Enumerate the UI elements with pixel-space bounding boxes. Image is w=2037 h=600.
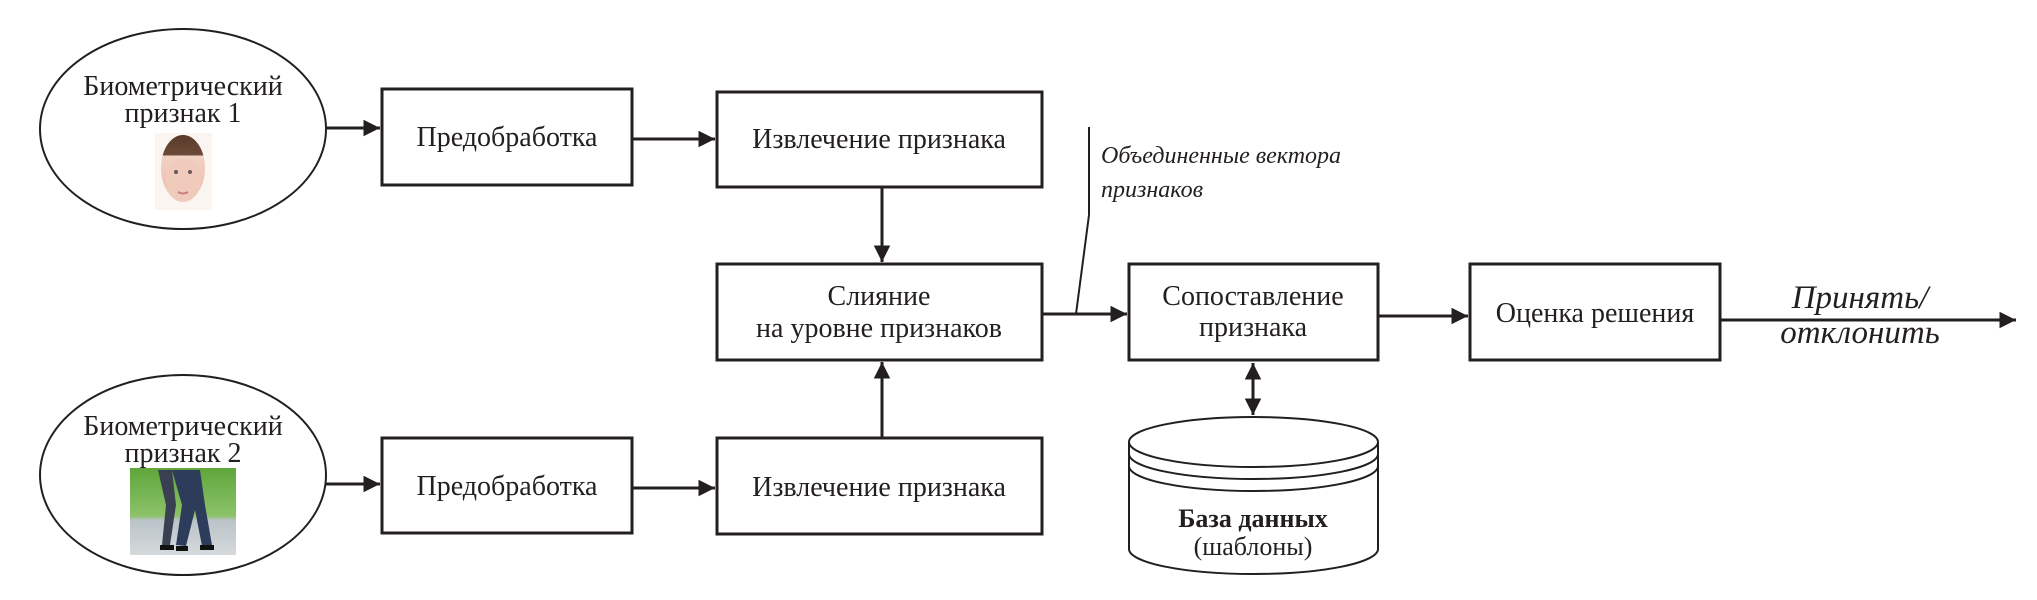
- preprocessing-label: Предобработка: [417, 471, 598, 502]
- fusion-label-line1: Слияние: [828, 281, 931, 312]
- preprocessing-box-2: Предобработка: [380, 436, 634, 535]
- matching-label-line2: признака: [1199, 312, 1308, 343]
- input-label-line2: признак 1: [124, 98, 241, 129]
- database-cylinder: База данных (шаблоны): [1128, 416, 1379, 575]
- extraction-label: Извлечение признака: [752, 472, 1006, 503]
- fusion-label-line2: на уровне признаков: [756, 313, 1002, 344]
- input-label-line1: Биометрический: [83, 411, 282, 442]
- extraction-box-2: Извлечение признака: [715, 436, 1044, 536]
- database-title: База данных: [1178, 504, 1328, 533]
- annotation-leader: [1075, 127, 1090, 315]
- extraction-box-1: Извлечение признака: [715, 90, 1044, 189]
- annotation-line2: признаков: [1101, 177, 1203, 203]
- input-node-biometric-2: Биометрический признак 2: [39, 374, 327, 576]
- output-label-line1: Принять/: [1791, 280, 1931, 316]
- annotation-line1: Объединенные вектора: [1101, 143, 1341, 169]
- decision-box: Оценка решения: [1468, 262, 1722, 362]
- output-label-line2: отклонить: [1780, 315, 1939, 351]
- matching-label-line1: Сопоставление: [1162, 281, 1343, 312]
- face-photo-icon: [155, 133, 212, 210]
- preprocessing-label: Предобработка: [417, 122, 598, 153]
- input-label-line2: признак 2: [124, 438, 241, 469]
- input-ellipse: [39, 374, 327, 576]
- input-node-biometric-1: Биометрический признак 1: [39, 28, 327, 230]
- decision-label: Оценка решения: [1496, 298, 1695, 329]
- matching-box: Сопоставление признака: [1127, 262, 1380, 362]
- walking-people-photo-icon: [130, 468, 236, 555]
- extraction-label: Извлечение признака: [752, 124, 1006, 155]
- fusion-box: Слияние на уровне признаков: [715, 262, 1044, 362]
- preprocessing-box-1: Предобработка: [380, 87, 634, 187]
- database-subtitle: (шаблоны): [1194, 532, 1313, 561]
- input-label-line1: Биометрический: [83, 71, 282, 102]
